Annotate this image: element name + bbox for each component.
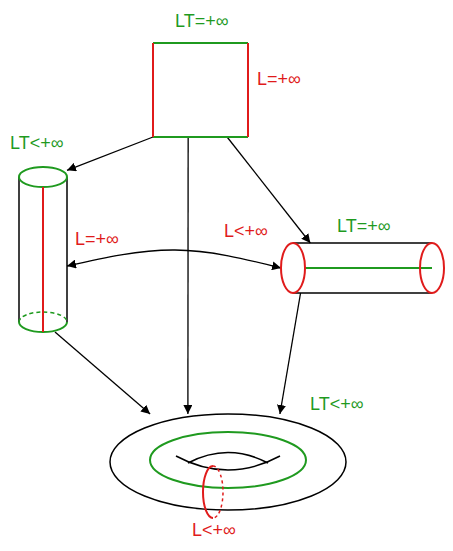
measure-label: L=+∞: [75, 229, 119, 249]
outline-stroke: [152, 43, 154, 137]
outline-stroke: [247, 43, 249, 137]
horizontal-cylinder: LT=+∞L<+∞: [281, 243, 444, 293]
arrow-connector: [280, 293, 301, 414]
outline-stroke: [305, 267, 432, 269]
torus-outline: [110, 414, 346, 510]
outline-stroke: [42, 187, 44, 332]
outline-stroke: [176, 456, 280, 470]
outline-stroke: [293, 292, 432, 294]
measure-label: LT<+∞: [10, 133, 64, 153]
square-sheet: LT=+∞L=+∞: [153, 43, 248, 137]
measure-label: L<+∞: [224, 221, 268, 241]
vertical-cylinder-outline: [19, 167, 67, 332]
outline-stroke: [19, 167, 67, 187]
measure-label: L=+∞: [257, 69, 301, 89]
arrow-connector: [55, 332, 150, 414]
arrow-connector: [67, 137, 153, 170]
outline-stroke: [293, 242, 432, 244]
outline-stroke: [188, 453, 268, 464]
outline-stroke: [150, 432, 306, 488]
measure-label: L<+∞: [192, 520, 236, 540]
outline-stroke: [153, 42, 248, 44]
outline-stroke: [18, 177, 20, 322]
arrow-connector: [67, 250, 281, 268]
outline-stroke: [110, 414, 346, 510]
outline-stroke: [213, 466, 223, 518]
outline-stroke: [420, 243, 444, 293]
horizontal-cylinder-outline: [281, 243, 444, 293]
arrow-connector: [187, 137, 189, 414]
outline-stroke: [203, 466, 213, 518]
measure-label: LT<+∞: [310, 394, 364, 414]
square-sheet-outline: [153, 43, 248, 137]
outline-stroke: [66, 177, 68, 322]
outline-stroke: [153, 136, 248, 138]
torus: LT<+∞L<+∞: [110, 414, 346, 510]
measure-label: LT=+∞: [337, 216, 391, 236]
measure-label: LT=+∞: [175, 11, 229, 31]
outline-stroke: [281, 243, 305, 293]
vertical-cylinder: LT<+∞L=+∞: [19, 167, 67, 332]
